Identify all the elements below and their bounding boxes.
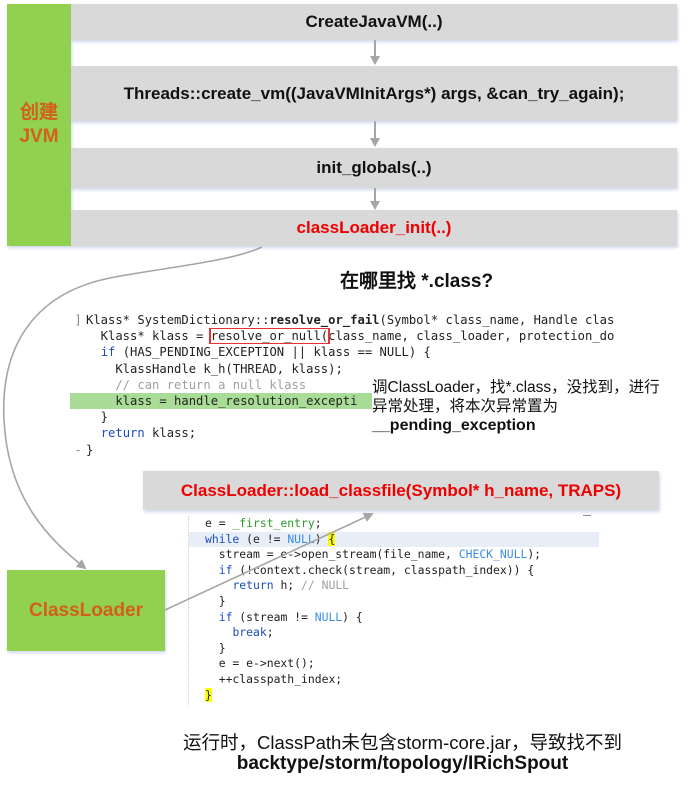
annotation-line1: 调ClassLoader，找*.class，没找到，进行 [372,379,660,396]
code-line: Klass* klass = resolve_or_null(class_nam… [86,328,615,345]
jvm-group-label-line2: JVM [19,126,59,147]
step-label: Threads::create_vm((JavaVMInitArgs*) arg… [123,83,625,103]
step-label: init_globals(..) [316,158,432,177]
code-line: if (HAS_PENDING_EXCEPTION || klass == NU… [100,345,431,360]
code-line: e = e->next(); [205,656,315,671]
code-load-classfile: e = _first_entry; while (e != NULL) { st… [188,516,599,706]
classloader-label: ClassLoader [28,599,144,621]
resolve-or-null-callout: resolve_or_null( [208,328,331,345]
code-line: KlassHandle k_h(THREAD, klass); [86,361,343,376]
jvm-group-label-line1: 创建 [19,102,58,123]
jvm-creation-group: 创建 JVM [7,4,71,246]
classloader-box: ClassLoader [7,570,165,651]
load-classfile-box: ClassLoader::load_classfile(Symbol* h_na… [143,471,659,510]
arrow-down-icon [370,201,380,210]
code-line: if (stream != NULL) { [218,609,363,624]
annotation-pending-exception: __pending_exception [372,417,536,434]
conclusion-line1: 运行时，ClassPath未包含storm-core.jar，导致找不到 [183,732,622,753]
code-line: stream = e->open_stream(file_name, CHECK… [205,547,542,562]
step-create-java-vm: CreateJavaVM(..) [71,4,677,40]
step-classloader-init: classLoader_init(..) [71,210,677,246]
arrow-line [374,188,376,201]
minimize-mark [583,515,591,516]
annotation-note: 调ClassLoader，找*.class，没找到，进行 异常处理，将本次异常置… [372,378,682,435]
code-line: return h; // NULL [232,578,350,593]
code-line: ]Klass* SystemDictionary::resolve_or_fai… [74,313,615,327]
annotation-line2: 异常处理，将本次异常置为 [372,398,559,415]
code-line: } [205,687,212,702]
conclusion-line2: backtype/storm/topology/IRichSpout [236,753,569,774]
arrow-down-icon [370,138,380,147]
load-classfile-label: ClassLoader::load_classfile(Symbol* h_na… [180,480,622,500]
question-heading: 在哪里找 *.class? [340,271,494,292]
arrow-line [374,40,376,56]
step-threads-create-vm: Threads::create_vm((JavaVMInitArgs*) arg… [71,66,677,121]
code-line: e = _first_entry; [205,516,322,530]
code-line: if (!context.check(stream, classpath_ind… [218,562,535,577]
arrow-down-icon [370,56,380,65]
code-line: } [205,640,226,655]
code-line: -} [74,442,94,457]
code-line-selected: while (e != NULL) { [189,531,599,548]
code-line: break; [232,625,274,640]
code-line: ++classpath_index; [205,671,343,686]
arrow-line [374,121,376,138]
step-init-globals: init_globals(..) [71,148,677,188]
code-line: } [205,593,226,608]
step-label: classLoader_init(..) [296,218,452,237]
step-label: CreateJavaVM(..) [305,12,443,31]
